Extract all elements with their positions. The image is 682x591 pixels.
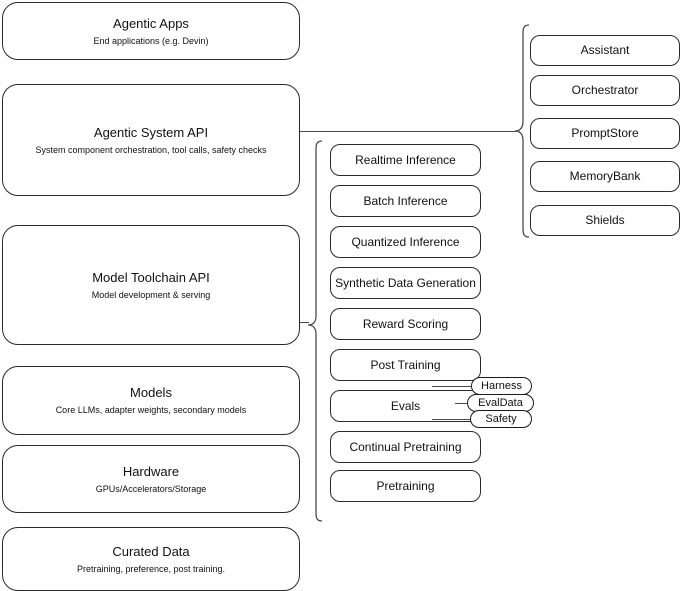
layer-title: Curated Data <box>112 543 190 559</box>
capability-post-training[interactable]: Post Training <box>330 349 481 381</box>
system-component-label: PromptStore <box>571 126 639 140</box>
eval-pill-evaldata[interactable]: EvalData <box>467 394 534 412</box>
capability-label: Evals <box>390 398 421 413</box>
layer-title: Model Toolchain API <box>92 269 210 285</box>
capability-label: Quantized Inference <box>351 234 460 249</box>
system-component-label: MemoryBank <box>569 169 641 183</box>
system-component-label: Shields <box>585 213 625 227</box>
eval-pill-safety[interactable]: Safety <box>470 410 532 428</box>
connector-system-api-to-components <box>300 131 516 132</box>
layer-model-toolchain-api[interactable]: Model Toolchain API Model development & … <box>2 225 300 345</box>
layer-agentic-apps[interactable]: Agentic Apps End applications (e.g. Devi… <box>2 2 300 60</box>
eval-pill-label: Harness <box>481 379 522 392</box>
connector-toolchain-api-to-capabilities <box>300 322 309 323</box>
brace-system-components <box>514 24 530 238</box>
capability-label: Continual Pretraining <box>349 439 462 454</box>
layer-agentic-system-api[interactable]: Agentic System API System component orch… <box>2 84 300 196</box>
eval-pill-label: EvalData <box>478 396 523 409</box>
layer-title: Agentic System API <box>93 124 209 140</box>
capability-label: Batch Inference <box>363 193 448 208</box>
capability-label: Pretraining <box>376 478 435 493</box>
eval-pill-harness[interactable]: Harness <box>471 377 532 395</box>
capability-synthetic-data-generation[interactable]: Synthetic Data Generation <box>330 267 481 299</box>
capability-quantized-inference[interactable]: Quantized Inference <box>330 226 481 258</box>
capability-label: Realtime Inference <box>355 152 456 167</box>
layer-curated-data[interactable]: Curated Data Pretraining, preference, po… <box>2 527 300 591</box>
capability-batch-inference[interactable]: Batch Inference <box>330 185 481 217</box>
capability-label: Synthetic Data Generation <box>335 275 476 290</box>
system-component-label: Assistant <box>580 43 630 57</box>
layer-title: Agentic Apps <box>113 15 189 31</box>
capability-label: Reward Scoring <box>362 316 449 331</box>
system-component-assistant[interactable]: Assistant <box>530 35 680 66</box>
layer-subtitle: Model development & serving <box>91 289 211 300</box>
system-component-memorybank[interactable]: MemoryBank <box>530 161 680 192</box>
capability-continual-pretraining[interactable]: Continual Pretraining <box>330 431 481 463</box>
capability-pretraining[interactable]: Pretraining <box>330 470 481 502</box>
layer-subtitle: Pretraining, preference, post training. <box>76 563 226 574</box>
capability-reward-scoring[interactable]: Reward Scoring <box>330 308 481 340</box>
layer-subtitle: Core LLMs, adapter weights, secondary mo… <box>55 405 247 415</box>
layer-title: Models <box>130 385 172 400</box>
layer-subtitle: End applications (e.g. Devin) <box>93 35 209 46</box>
capability-label: Post Training <box>370 357 441 372</box>
layer-hardware[interactable]: Hardware GPUs/Accelerators/Storage <box>2 445 300 513</box>
system-component-promptstore[interactable]: PromptStore <box>530 118 680 149</box>
connector-evals-harness <box>432 386 480 387</box>
brace-toolchain-capabilities <box>307 140 323 522</box>
capability-realtime-inference[interactable]: Realtime Inference <box>330 144 481 176</box>
layer-subtitle: GPUs/Accelerators/Storage <box>95 483 207 494</box>
capability-evals[interactable]: Evals <box>330 390 481 422</box>
system-component-shields[interactable]: Shields <box>530 205 680 236</box>
system-component-orchestrator[interactable]: Orchestrator <box>530 75 680 106</box>
layer-subtitle: System component orchestration, tool cal… <box>35 144 267 155</box>
layer-title: Hardware <box>122 463 180 479</box>
eval-pill-label: Safety <box>485 412 517 425</box>
connector-evals-safety <box>432 419 480 420</box>
layer-models[interactable]: Models Core LLMs, adapter weights, secon… <box>2 366 300 435</box>
system-component-label: Orchestrator <box>571 83 639 97</box>
